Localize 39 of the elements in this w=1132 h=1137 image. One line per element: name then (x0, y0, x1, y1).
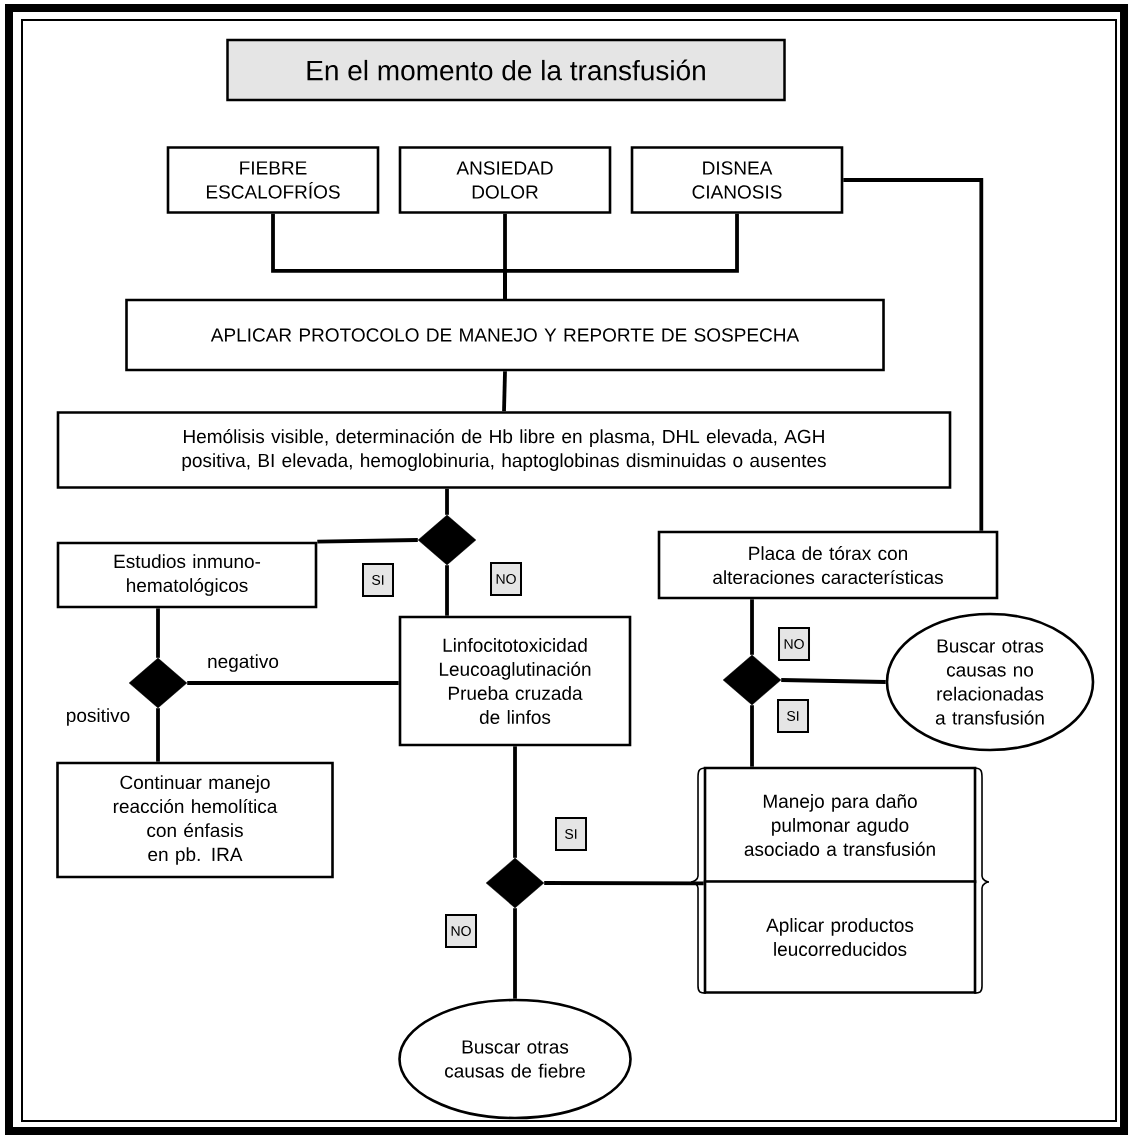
edge-label: negativo (205, 652, 281, 674)
connector-line (513, 746, 517, 858)
connector-line (187, 681, 399, 685)
process-box: FIEBRE ESCALOFRÍOS (166, 146, 380, 214)
process-box: Continuar manejo reacción hemolítica con énfasis en pb. IRA (56, 761, 334, 879)
connector-line (445, 565, 449, 616)
connector-line (750, 599, 754, 655)
decision-diamond (485, 857, 545, 909)
connector-line (317, 538, 418, 544)
edge-label: NO (490, 562, 522, 596)
edge-label: NO (445, 914, 477, 948)
decision-diamond (128, 657, 188, 709)
process-box: Hemólisis visible, determinación de Hb libre en plasma, DHL elevada, AGH positiva, BI elevada, hemoglobinuria, haptoglobinas disminuidas o ausentes (56, 411, 952, 489)
edge-label: positivo (63, 706, 133, 728)
decision-diamond (722, 654, 782, 706)
connector-line (544, 881, 704, 886)
title-box: En el momento de la transfusión (226, 38, 786, 102)
edge-label: SI (777, 699, 809, 733)
connector-line (843, 178, 984, 531)
process-box: Linfocitotoxicidad Leucoaglutinación Prueba cruzada de linfos (398, 615, 632, 747)
connector-line (156, 708, 160, 762)
process-box: APLICAR PROTOCOLO DE MANEJO Y REPORTE DE SOSPECHA (125, 298, 885, 372)
process-box: Manejo para daño pulmonar agudo asociado a transfusión (703, 766, 977, 884)
process-box: DISNEA CIANOSIS (630, 146, 844, 214)
process-box: Placa de tórax con alteraciones características (657, 530, 999, 600)
connector-line (781, 678, 886, 684)
connector-line (750, 705, 754, 767)
process-box: Aplicar productos leucorreducidos (703, 880, 977, 994)
connector-line (156, 608, 160, 658)
edge-label: NO (778, 627, 810, 661)
connector-line (502, 371, 507, 412)
process-box: ANSIEDAD DOLOR (398, 146, 612, 214)
connector-line (503, 213, 739, 299)
connector-line (513, 908, 517, 999)
decision-diamond (417, 514, 477, 566)
process-box: Estudios inmuno-hematológicos (56, 541, 318, 609)
connector-line (445, 488, 449, 515)
edge-label: SI (362, 563, 394, 597)
edge-label: SI (555, 817, 587, 851)
